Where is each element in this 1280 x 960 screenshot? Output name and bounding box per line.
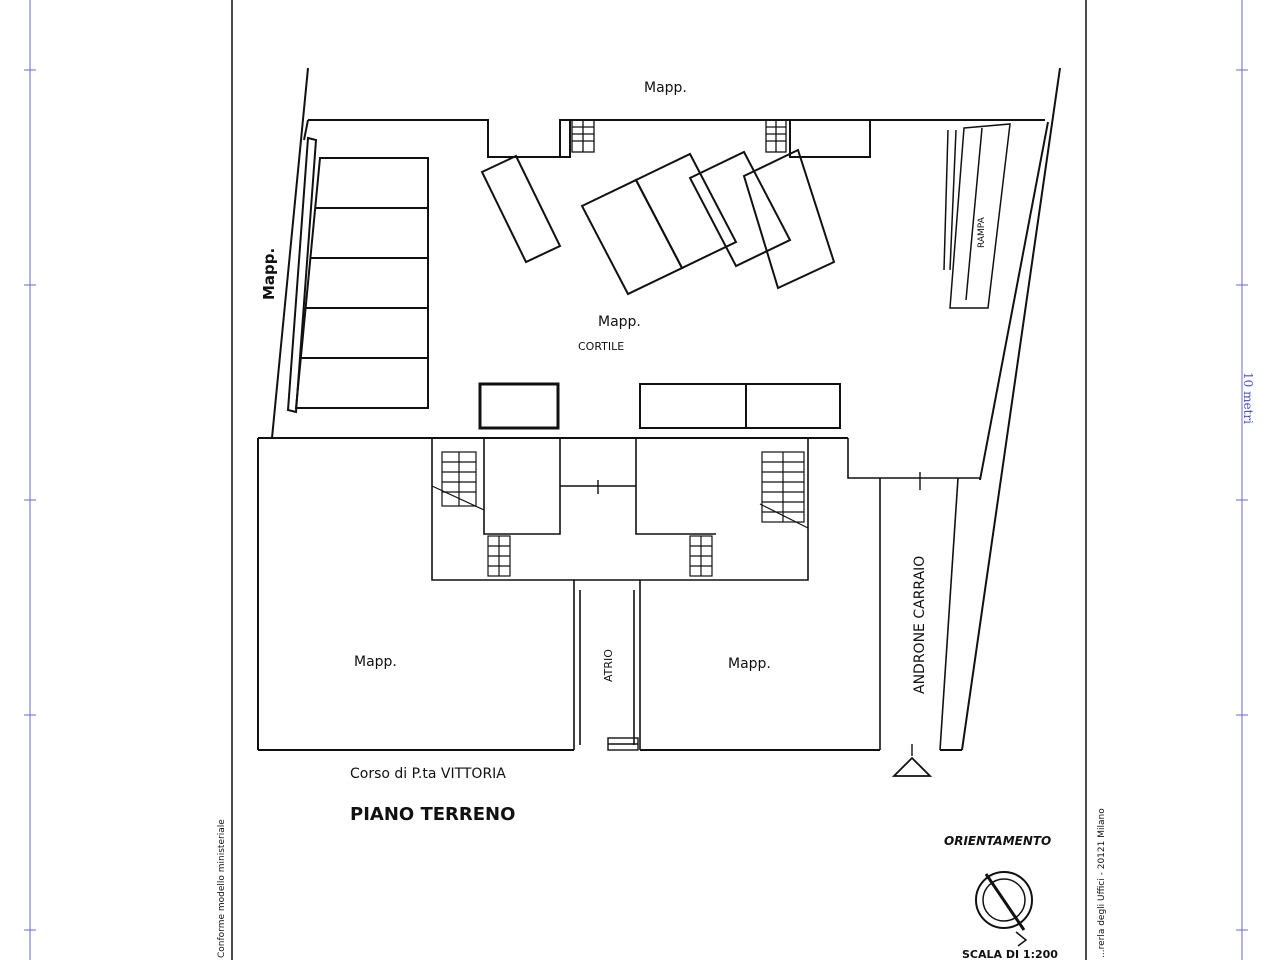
stair-right: [689, 451, 809, 577]
courtyard-boxes: [478, 382, 841, 430]
side-note-left: Conforme modello ministeriale: [217, 819, 227, 958]
scale-bar-label: 10 metri: [1241, 372, 1255, 424]
interior-walls: [431, 438, 980, 751]
label-mapp-west: Mapp.: [260, 248, 278, 300]
label-mapp-top: Mapp.: [644, 80, 687, 96]
parking-stalls-angled: [480, 148, 836, 296]
side-note-right: ...rerla degli Uffici - 20121 Milano: [1097, 808, 1107, 958]
label-cortile: CORTILE: [578, 340, 624, 353]
orientation-label: ORIENTAMENTO: [944, 834, 1051, 848]
label-mapp-shop-left: Mapp.: [354, 654, 397, 670]
ramp-label: RAMPA: [977, 216, 987, 248]
label-androne-carraio: ANDRONE CARRAIO: [912, 556, 928, 694]
label-atrio: ATRIO: [602, 649, 615, 682]
label-mapp-shop-right: Mapp.: [728, 656, 771, 672]
entrance-marks: [597, 472, 933, 777]
north-arrow-icon: [975, 871, 1033, 947]
page-margin-lines: [24, 0, 1248, 960]
label-mapp-courtyard: Mapp.: [598, 314, 641, 330]
parking-stalls-west: [286, 136, 429, 414]
floor-title: PIANO TERRENO: [350, 804, 515, 825]
scale-label: SCALA DI 1:200: [962, 948, 1058, 960]
stair-left: [431, 451, 511, 577]
sheet-frame: [231, 0, 1087, 960]
north-stair-right: [765, 119, 787, 153]
building-outline: [257, 67, 1061, 751]
ramp: [943, 123, 1011, 309]
north-stair-left: [571, 119, 595, 153]
street-name: Corso di P.ta VITTORIA: [350, 766, 506, 782]
